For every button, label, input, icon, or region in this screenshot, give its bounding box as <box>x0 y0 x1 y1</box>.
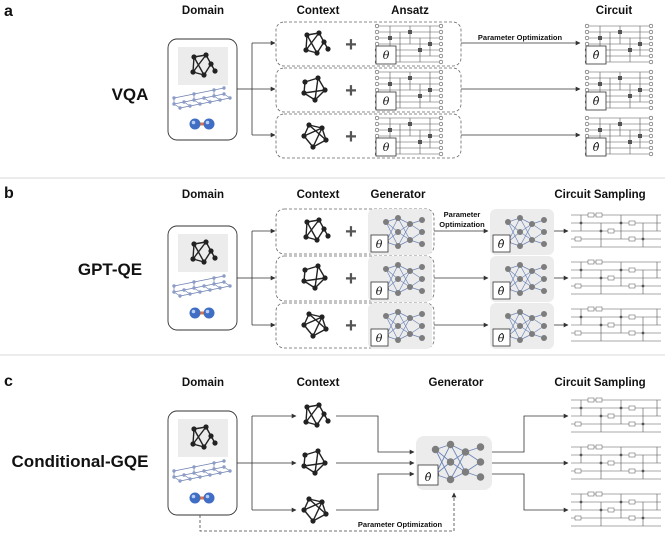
theta-hat-label: θ̂ <box>593 95 600 108</box>
column-header-generator: Generator <box>429 377 484 389</box>
column-header-circuit-sampling: Circuit Sampling <box>554 189 645 201</box>
parameter-optimization-label: Parameter Optimization <box>478 33 563 42</box>
context-generator-row <box>275 255 435 302</box>
context-graph-icon <box>300 262 329 292</box>
column-header-domain: Domain <box>182 189 224 201</box>
context-graph-icon <box>300 447 329 477</box>
context-to-generator-connector <box>336 415 415 511</box>
column-header-domain: Domain <box>182 377 224 389</box>
sampled-circuit-icon <box>570 444 662 480</box>
graph-bg <box>178 47 228 85</box>
parameter-optimization-label: Optimization <box>439 220 485 229</box>
context-graph-icon <box>300 495 330 525</box>
context-graph-icon <box>300 310 330 340</box>
context-ansatz-row <box>275 67 462 113</box>
feedback-optimization-arrow <box>199 492 457 532</box>
column-header-circuit-sampling: Circuit Sampling <box>554 377 645 389</box>
sampled-circuit-icon <box>570 306 662 342</box>
plus-icon: + <box>345 80 357 102</box>
context-graph-icon <box>300 121 330 151</box>
context-ansatz-row <box>275 113 462 159</box>
theta-hat-label: θ̂ <box>498 332 505 345</box>
context-generator-row <box>275 208 435 255</box>
conditional-generator-icon <box>416 436 492 490</box>
column-header-context: Context <box>297 377 340 389</box>
sampled-circuit-icon <box>570 212 662 248</box>
theta-label: θ <box>376 285 383 298</box>
plus-icon: + <box>345 126 357 148</box>
sampled-circuit-icon <box>570 491 662 527</box>
graph-bg <box>178 419 228 457</box>
theta-label: θ <box>383 141 390 154</box>
panel-letter: a <box>4 3 13 20</box>
context-generator-row <box>275 302 435 349</box>
theta-hat-label: θ̂ <box>593 49 600 62</box>
panel-letter: b <box>4 185 14 202</box>
parameter-optimization-label: Parameter <box>444 210 481 219</box>
plus-icon: + <box>345 221 357 243</box>
domain-connector <box>237 413 297 513</box>
domain-connector <box>237 228 276 328</box>
context-graph-icon <box>300 74 329 104</box>
plus-icon: + <box>345 315 357 337</box>
theta-hat-label: θ̂ <box>593 141 600 154</box>
sampled-circuit-icon <box>570 259 662 295</box>
theta-hat-label: θ̂ <box>425 471 432 484</box>
theta-label: θ <box>383 95 390 108</box>
column-header-domain: Domain <box>182 5 224 17</box>
context-graph-icon <box>302 29 332 57</box>
parameter-optimization-label: Parameter Optimization <box>358 520 443 529</box>
method-label: VQA <box>112 85 149 104</box>
column-header-ansatz: Ansatz <box>391 5 429 17</box>
method-label: GPT-QE <box>78 260 142 279</box>
panel-a: a Domain Context Ansatz Circuit VQA + + … <box>4 3 653 159</box>
plus-icon: + <box>345 268 357 290</box>
panel-letter: c <box>4 373 13 390</box>
theta-label: θ <box>376 332 383 345</box>
theta-hat-label: θ̂ <box>498 285 505 298</box>
generator-to-circuit-connector <box>492 413 569 513</box>
context-graph-icon <box>302 401 332 429</box>
column-header-generator: Generator <box>371 189 426 201</box>
theta-label: θ <box>376 238 383 251</box>
theta-hat-label: θ̂ <box>498 238 505 251</box>
context-ansatz-row <box>275 21 462 67</box>
column-header-circuit: Circuit <box>596 5 633 17</box>
sampled-circuit-icon <box>570 397 662 433</box>
panel-c: c Domain Context Generator Circuit Sampl… <box>4 373 662 532</box>
column-header-context: Context <box>297 189 340 201</box>
plus-icon: + <box>345 34 357 56</box>
panel-b: b Domain Context Generator Circuit Sampl… <box>4 185 662 349</box>
domain-connector <box>237 40 276 138</box>
context-graph-icon <box>302 216 332 244</box>
theta-label: θ <box>383 49 390 62</box>
column-header-context: Context <box>297 5 340 17</box>
method-label: Conditional-GQE <box>12 452 149 471</box>
graph-bg <box>178 234 228 272</box>
